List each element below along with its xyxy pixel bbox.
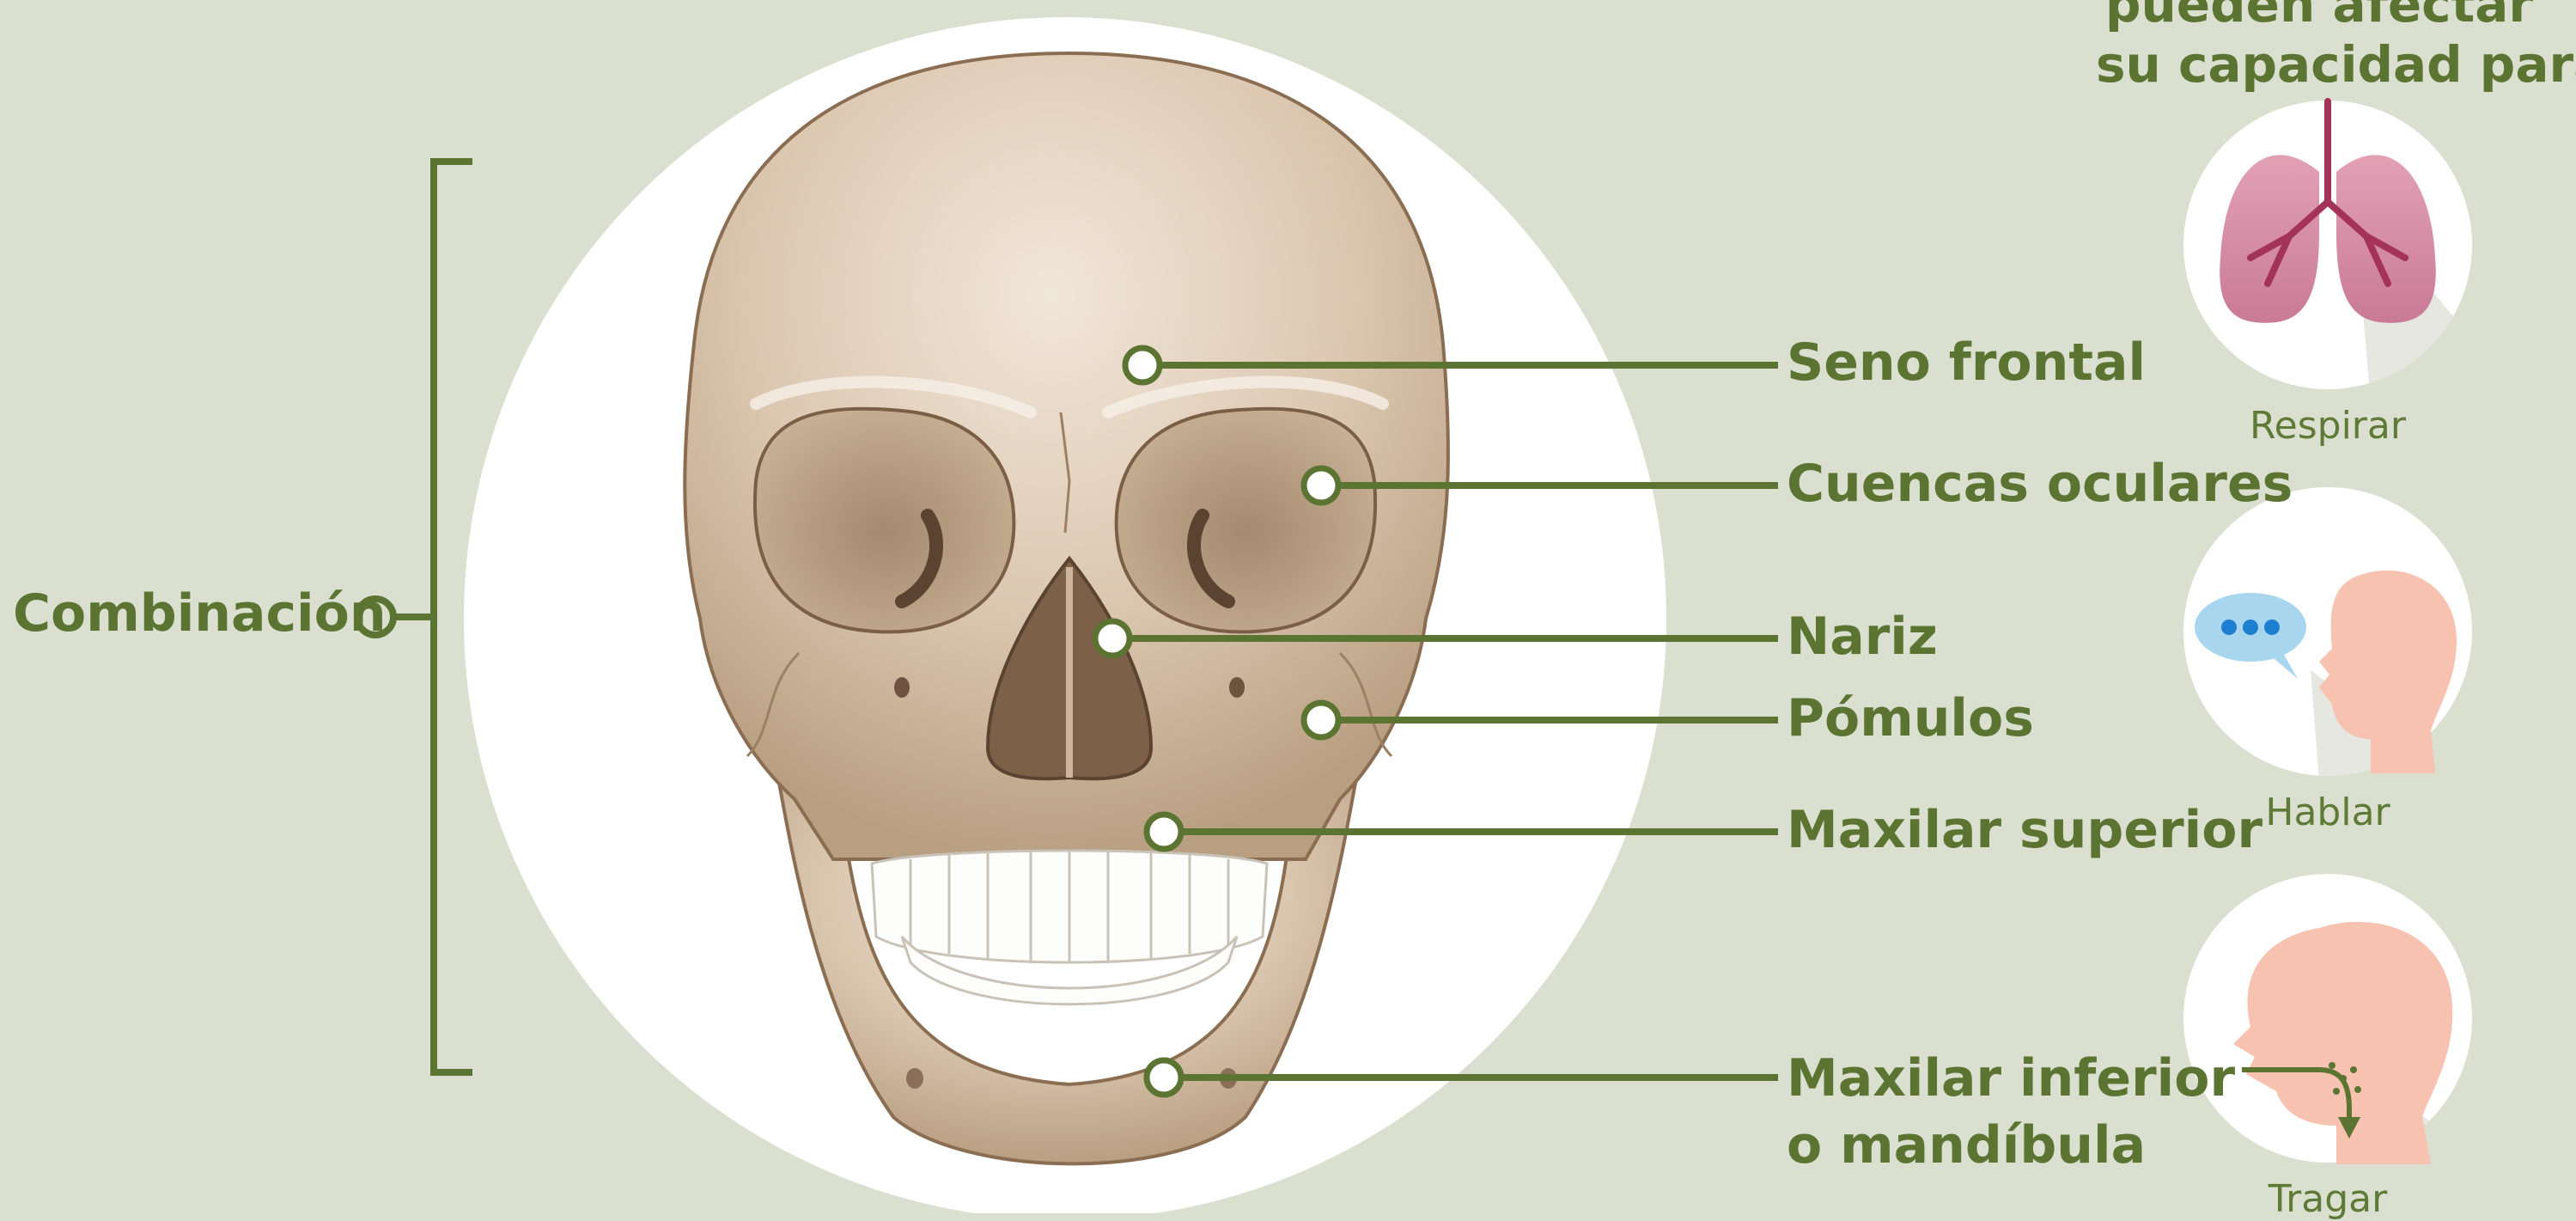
marker-cheekbones bbox=[1304, 703, 1338, 737]
marker-upper-jaw bbox=[1147, 815, 1181, 849]
marker-nose bbox=[1095, 621, 1130, 656]
marker-lower-jaw bbox=[1147, 1060, 1181, 1095]
caption-swallow: Tragar bbox=[2182, 1181, 2474, 1218]
label-lower-jaw-line-2: o mandíbula bbox=[1787, 1112, 2235, 1179]
label-frontal-sinus: Seno frontal bbox=[1787, 337, 2146, 388]
marker-frontal-sinus bbox=[1125, 348, 1160, 382]
heading-line-2: su capacidad para: bbox=[2096, 34, 2543, 95]
heading-line-1: pueden afectar bbox=[2096, 0, 2543, 34]
label-lower-jaw-line-1: Maxilar inferior bbox=[1787, 1045, 2235, 1112]
speaking-head-icon bbox=[2183, 487, 2472, 782]
label-lower-jaw: Maxilar inferior o mandíbula bbox=[1787, 1045, 2235, 1179]
caption-speak: Hablar bbox=[2182, 794, 2474, 832]
label-eye-sockets: Cuencas oculares bbox=[1787, 458, 2293, 510]
label-nose: Nariz bbox=[1787, 611, 1938, 662]
lungs-icon bbox=[2183, 101, 2491, 404]
caption-breathe: Respirar bbox=[2182, 407, 2474, 445]
right-eye-socket bbox=[1117, 409, 1375, 632]
combination-label: Combinación bbox=[13, 588, 387, 639]
marker-eye-sockets bbox=[1304, 468, 1338, 503]
heading: pueden afectar su capacidad para: bbox=[2096, 0, 2543, 95]
label-cheekbones: Pómulos bbox=[1787, 693, 2034, 744]
left-eye-socket bbox=[755, 409, 1014, 632]
